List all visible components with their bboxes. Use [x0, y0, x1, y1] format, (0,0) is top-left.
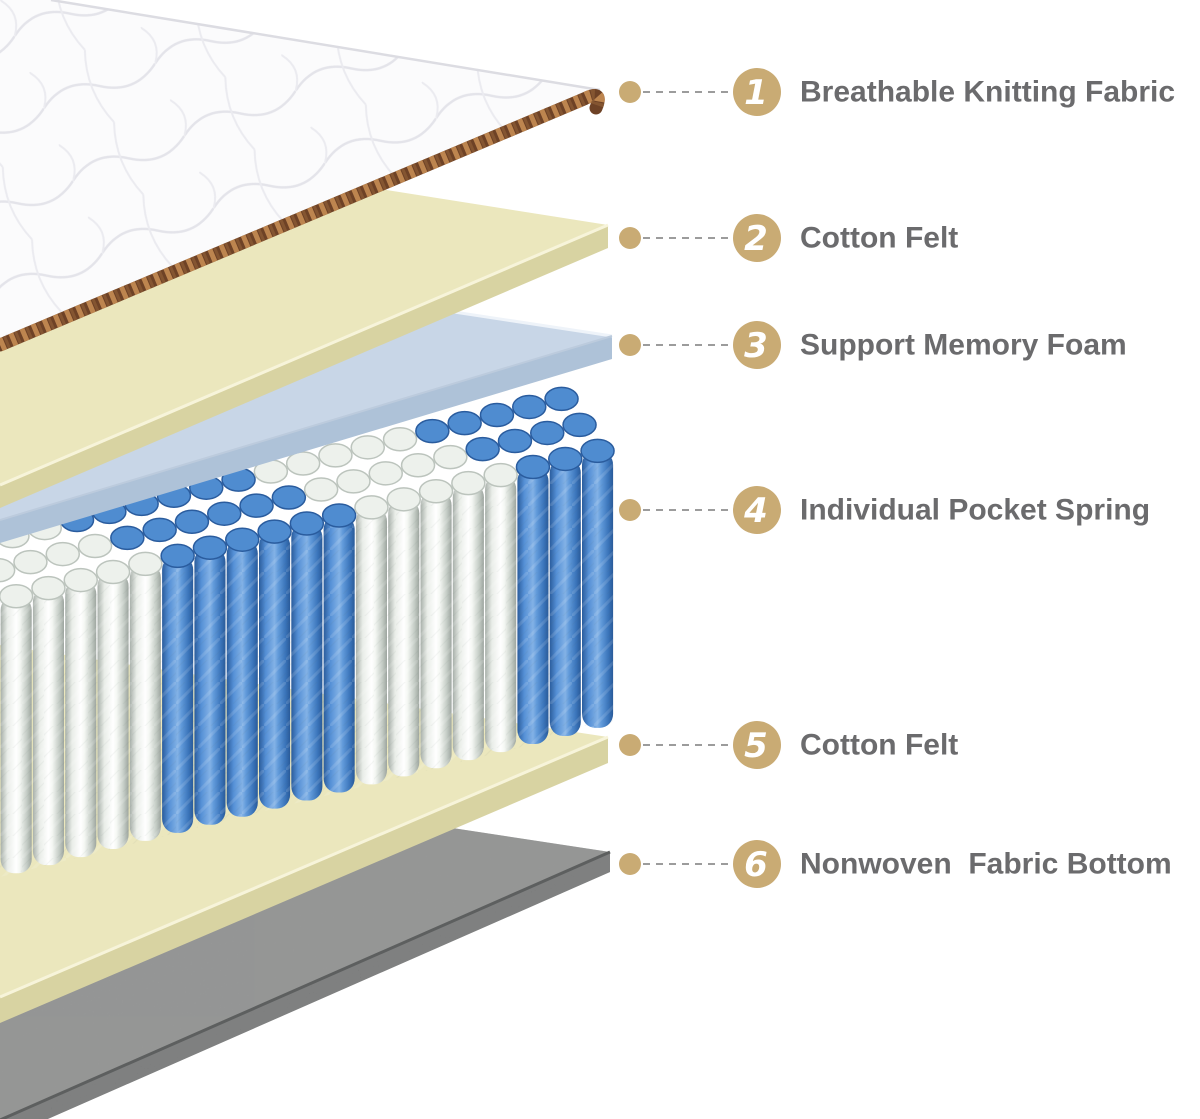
fabric-quilting: [0, 0, 600, 345]
spring-coil-cap-back: [174, 509, 210, 535]
callout-label: Cotton Felt: [800, 729, 958, 762]
callout-label: Nonwoven Fabric Bottom: [800, 848, 1172, 881]
spring-coil-cap-back: [382, 426, 418, 452]
spring-coil-cap: [548, 446, 583, 472]
foam-front-face: [0, 336, 612, 543]
spring-fabric-weave-overlay: [0, 447, 613, 877]
callout-dot: [619, 853, 641, 875]
callout-number: 2: [744, 219, 768, 259]
spring-coil-cap-back: [497, 428, 533, 454]
spring-coil-cap: [31, 575, 66, 601]
spring-coil-cap-back: [562, 412, 597, 438]
spring-coil-cap-back: [465, 436, 500, 462]
fabric-trim-braid-2: [0, 89, 605, 351]
spring-coil-cap: [515, 454, 551, 480]
spring-coil-cap-back: [368, 461, 403, 486]
callout-2: 2 Cotton Felt: [619, 214, 958, 262]
callout-number: 4: [743, 491, 768, 531]
spring-front-caps: [0, 438, 615, 609]
callout-5: 5 Cotton Felt: [619, 721, 958, 769]
callout-6: 6 Nonwoven Fabric Bottom: [619, 840, 1172, 888]
spring-coil-cap: [418, 478, 454, 504]
spring-coil-cap: [451, 470, 486, 496]
spring-coil-cap-back: [433, 444, 468, 470]
nonwoven-front-edge: [0, 850, 611, 1119]
callout-number-badge: [733, 840, 781, 888]
callout-label: Individual Pocket Spring: [800, 494, 1150, 527]
spring-coil-cap: [160, 543, 195, 569]
felt-upper-edge-highlight: [0, 223, 609, 487]
felt-lower-edge-highlight: [0, 735, 609, 999]
callout-number: 6: [744, 845, 768, 885]
spring-coil-cap: [63, 567, 98, 593]
spring-coil-cap-back: [318, 443, 353, 468]
spring-coil-cap-back: [350, 435, 385, 460]
callout-label: Cotton Felt: [800, 222, 958, 255]
callout-number: 5: [744, 726, 768, 766]
callout-dot: [619, 81, 641, 103]
spring-coil-cap: [580, 438, 615, 464]
spring-coil-cap-back: [479, 402, 515, 428]
callout-dot: [619, 334, 641, 356]
spring-coil-cap-back: [530, 420, 565, 446]
spring-coil-cap-back: [110, 525, 145, 551]
spring-coil-cap: [257, 519, 292, 544]
spring-coil-cap-back: [285, 451, 321, 476]
callout-number-badge: [733, 721, 781, 769]
spring-coil-cap-back: [400, 452, 436, 478]
callout-number-badge: [733, 321, 781, 369]
callout-dot: [619, 227, 641, 249]
felt-upper-front-face: [0, 225, 608, 508]
spring-coil-cap-back: [207, 501, 242, 526]
spring-coil-cap: [128, 551, 163, 577]
spring-coil-cap-back: [544, 386, 579, 412]
callout-number-badge: [733, 214, 781, 262]
callout-number: 1: [744, 73, 768, 113]
spring-coil-cap-back: [271, 485, 307, 510]
callout-number: 3: [744, 326, 768, 366]
spring-coil-cap-back: [77, 533, 113, 559]
callout-number-badge: [733, 486, 781, 534]
spring-coil-cap-back: [142, 517, 177, 543]
spring-coil-cap-back: [45, 541, 80, 567]
spring-coil-cap: [289, 511, 325, 536]
spring-coil-cap-back: [13, 549, 48, 575]
foam-front-edge: [0, 335, 613, 521]
spring-coil-cap: [192, 535, 228, 561]
callout-dot: [619, 499, 641, 521]
spring-coil-cap: [483, 462, 518, 488]
spring-coil-cap-back: [303, 477, 339, 502]
callout-label: Support Memory Foam: [800, 329, 1127, 362]
spring-coil-cap: [225, 527, 260, 552]
spring-coil-cap-back: [0, 558, 16, 583]
spring-coil-cap-back: [239, 493, 274, 518]
spring-coil-cap: [321, 503, 357, 528]
spring-coil-cap-back: [336, 469, 371, 494]
callout-4: 4 Individual Pocket Spring: [619, 486, 1150, 534]
layer-pocket-springs: [0, 386, 615, 877]
callout-number-badge: [733, 68, 781, 116]
spring-coil-cap-back: [447, 410, 482, 436]
spring-coil-cap: [354, 495, 389, 520]
callout-3: 3 Support Memory Foam: [619, 321, 1127, 369]
spring-coil-cap: [386, 487, 421, 512]
layer-knitting-fabric: [0, 0, 605, 352]
spring-coil-cap: [95, 559, 131, 585]
felt-lower-front-face: [0, 737, 608, 1023]
callout-label: Breathable Knitting Fabric: [800, 76, 1175, 109]
callout-1: 1 Breathable Knitting Fabric: [619, 68, 1175, 116]
callout-dot: [619, 734, 641, 756]
spring-coil-cap-back: [415, 418, 450, 444]
spring-coil-cap-back: [512, 394, 547, 420]
fabric-back-edge: [50, 0, 601, 92]
spring-coil-cap: [0, 583, 34, 609]
